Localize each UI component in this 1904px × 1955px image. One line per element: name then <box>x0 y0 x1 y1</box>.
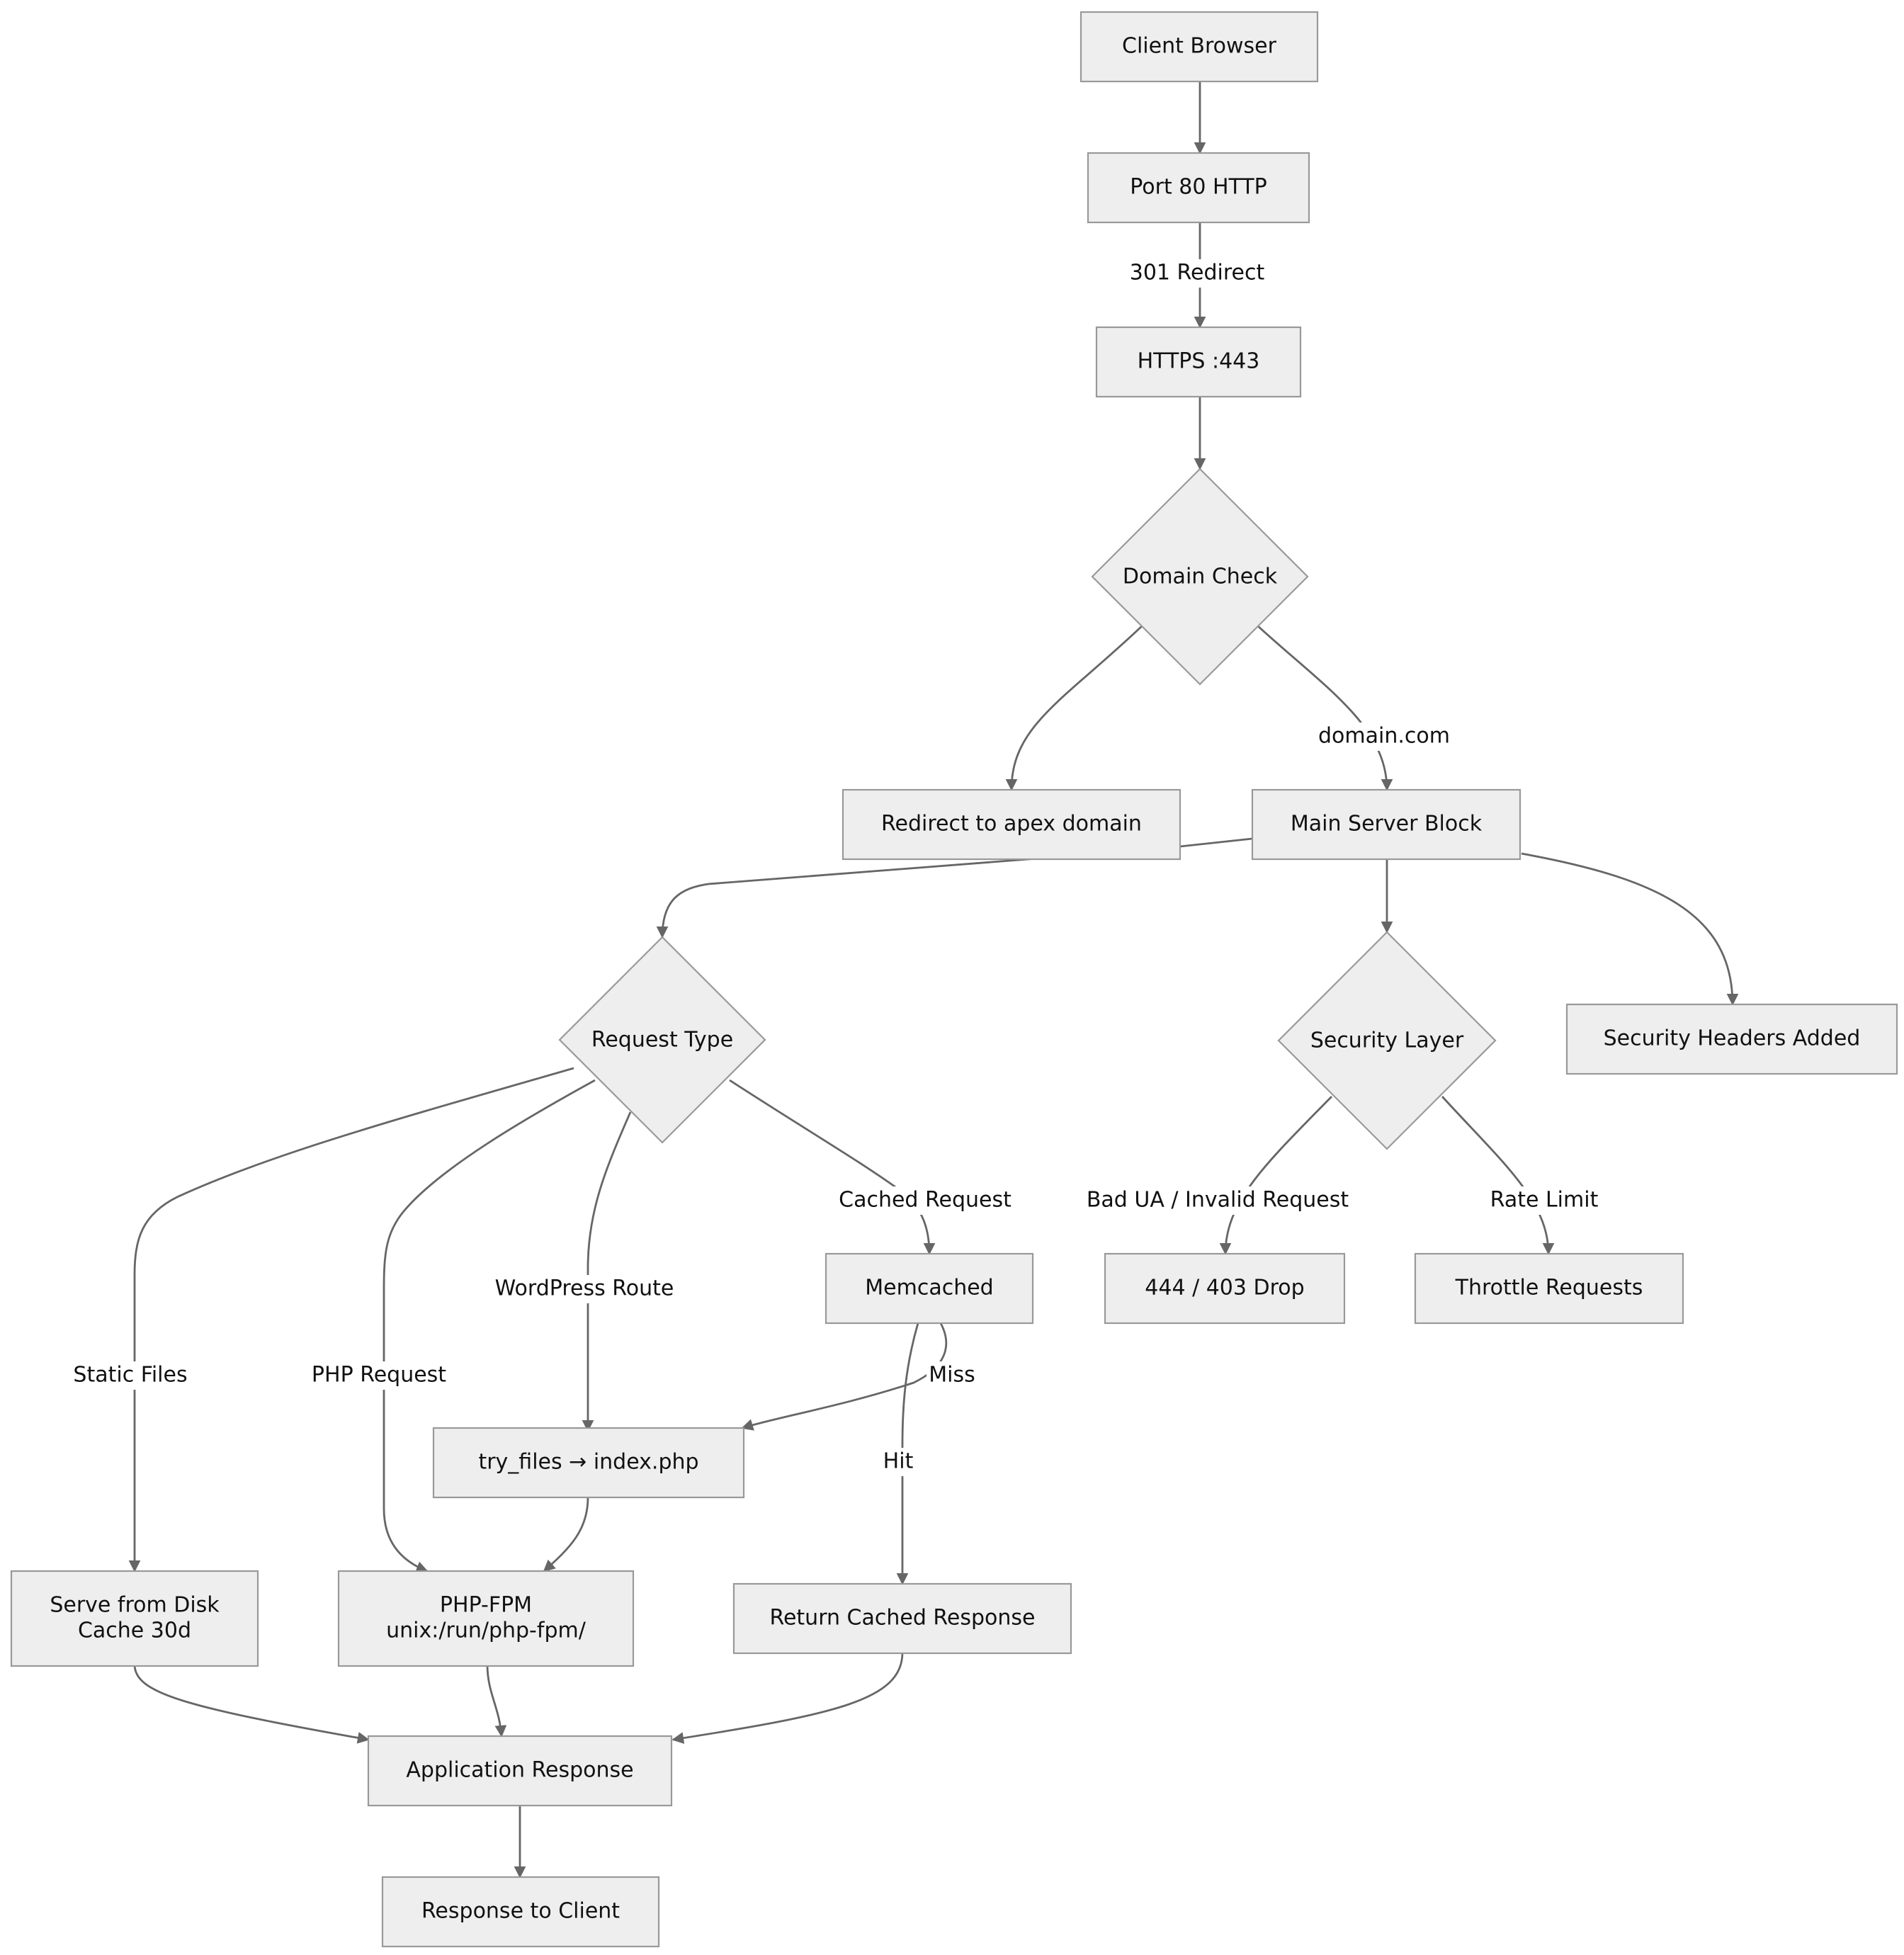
edge-domain-check-to-redirect <box>1005 625 1143 791</box>
node-response-to-client: Response to Client <box>381 1876 660 1948</box>
edge-memcached-miss-to-try-files <box>741 1322 948 1431</box>
node-label-domain-check: Domain Check <box>1123 565 1278 589</box>
node-php-fpm: PHP-FPM unix:/run/php-fpm/ <box>337 1570 635 1667</box>
node-label-https-443: HTTPS :443 <box>1138 349 1260 374</box>
node-main-server-block: Main Server Block <box>1251 788 1522 861</box>
node-label-throttle: Throttle Requests <box>1455 1276 1643 1300</box>
node-label-php-fpm-line1: PHP-FPM <box>440 1593 532 1618</box>
node-label-response-to-client: Response to Client <box>421 1899 620 1924</box>
edge-label-cached-request: Cached Request <box>839 1188 1012 1213</box>
node-try-files: try_files → index.php <box>432 1427 745 1499</box>
node-drop-444-403: 444 / 403 Drop <box>1104 1252 1346 1325</box>
edge-label-bad-ua: Bad UA / Invalid Request <box>1087 1188 1349 1213</box>
edge-label-domain-com: domain.com <box>1318 724 1450 749</box>
node-label-application-response: Application Response <box>406 1758 633 1783</box>
node-label-redirect-apex: Redirect to apex domain <box>881 812 1142 837</box>
edge-return-cached-to-app-response <box>672 1652 904 1744</box>
edge-security-to-throttle <box>1441 1096 1555 1255</box>
edge-security-to-drop <box>1219 1096 1333 1255</box>
node-label-port-80-http: Port 80 HTTP <box>1130 175 1267 200</box>
edge-memcached-hit-to-return-cached <box>896 1322 919 1585</box>
node-redirect-apex: Redirect to apex domain <box>842 788 1182 861</box>
node-label-security-layer: Security Layer <box>1310 1028 1464 1053</box>
node-memcached: Memcached <box>824 1252 1034 1325</box>
edge-label-static-files: Static Files <box>73 1363 187 1388</box>
node-label-memcached: Memcached <box>865 1276 993 1300</box>
edge-try-files-to-php-fpm <box>543 1497 589 1572</box>
node-security-headers: Security Headers Added <box>1565 1003 1898 1075</box>
edge-request-type-to-serve-disk <box>128 1067 574 1572</box>
node-request-type-decision: Request Type <box>558 936 766 1144</box>
edge-serve-disk-to-app-response <box>133 1664 370 1744</box>
node-throttle-requests: Throttle Requests <box>1414 1252 1684 1325</box>
node-label-request-type: Request Type <box>591 1028 733 1053</box>
edge-label-wordpress-route: WordPress Route <box>495 1276 674 1301</box>
edge-domain-check-to-main-block <box>1257 625 1393 791</box>
node-serve-from-disk: Serve from Disk Cache 30d <box>10 1570 259 1667</box>
node-client-browser: Client Browser <box>1080 11 1319 83</box>
node-label-main-server-block: Main Server Block <box>1291 812 1483 837</box>
edge-label-miss: Miss <box>929 1363 975 1388</box>
edge-main-block-to-request-type <box>656 837 1253 939</box>
node-label-return-cached: Return Cached Response <box>769 1606 1035 1631</box>
node-domain-check-decision: Domain Check <box>1091 468 1309 686</box>
node-application-response: Application Response <box>367 1735 673 1807</box>
edge-request-type-to-php-fpm <box>382 1079 596 1573</box>
edge-label-hit: Hit <box>883 1449 914 1474</box>
node-label-try-files: try_files → index.php <box>478 1450 698 1475</box>
edge-main-block-to-security-headers <box>1521 852 1739 1006</box>
node-label-php-fpm-line2: unix:/run/php-fpm/ <box>386 1619 586 1643</box>
node-security-layer-decision: Security Layer <box>1277 931 1497 1150</box>
edge-php-fpm-to-app-response <box>486 1664 507 1738</box>
edge-label-rate-limit: Rate Limit <box>1490 1188 1599 1213</box>
node-label-security-headers: Security Headers Added <box>1604 1026 1861 1051</box>
node-port-80-http: Port 80 HTTP <box>1087 152 1310 224</box>
node-label-serve-from-disk-line1: Serve from Disk <box>50 1593 220 1618</box>
node-label-drop: 444 / 403 Drop <box>1145 1276 1304 1300</box>
node-return-cached-response: Return Cached Response <box>732 1582 1072 1655</box>
node-label-client-browser: Client Browser <box>1122 34 1277 59</box>
edge-label-php-request: PHP Request <box>312 1363 446 1388</box>
edge-request-type-to-memcached <box>729 1079 936 1255</box>
node-https-443: HTTPS :443 <box>1095 326 1302 398</box>
node-label-serve-from-disk-line2: Cache 30d <box>78 1619 191 1643</box>
edge-request-type-to-try-files <box>582 1111 632 1432</box>
edge-label-301-redirect: 301 Redirect <box>1130 261 1265 285</box>
